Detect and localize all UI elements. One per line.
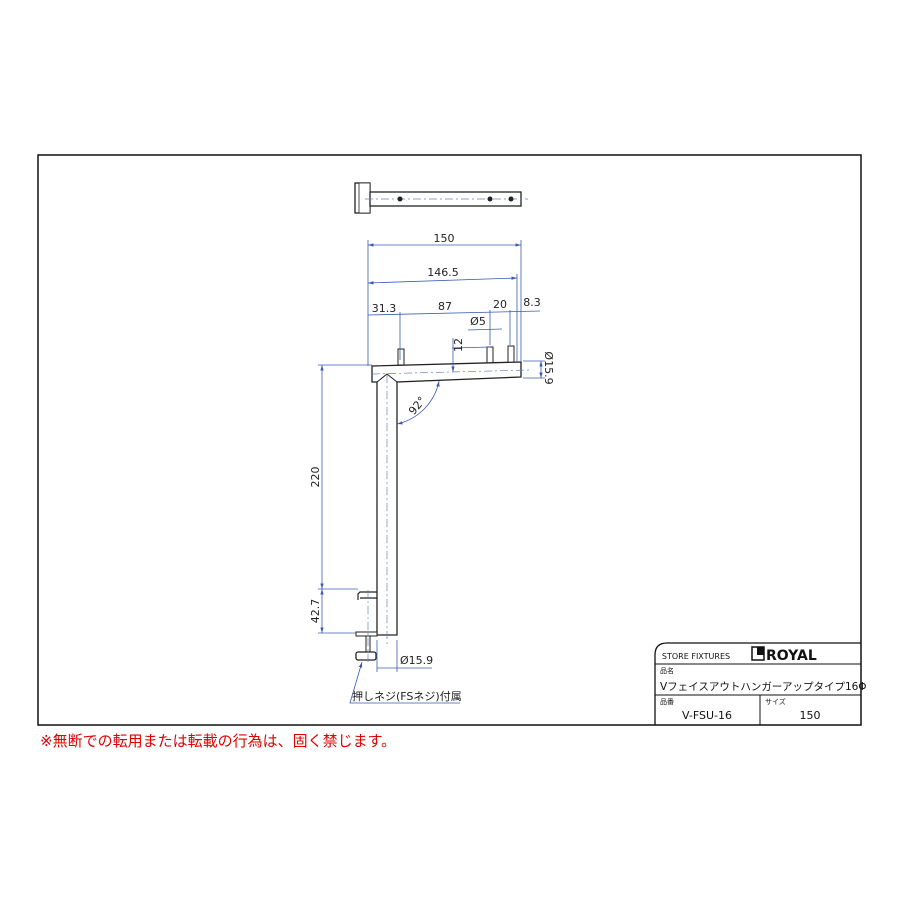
top-view (354, 182, 528, 214)
dim-end-offset: 8.3 (523, 296, 541, 309)
product-name: Vフェイスアウトハンガーアップタイプ16Φ (660, 681, 867, 693)
code-label: 品番 (660, 698, 674, 706)
dim-pin1-offset: 31.3 (372, 302, 397, 315)
dim-pin-diameter: Ø5 (470, 315, 486, 328)
dim-arm-length: 146.5 (427, 266, 459, 279)
royal-logo-text: ROYAL (766, 648, 817, 664)
dim-tube-diameter-post: Ø15.9 (400, 654, 433, 667)
dim-tube-diameter-arm: Ø15.9 (542, 351, 555, 384)
brand-caption: STORE FIXTURES (662, 652, 730, 661)
name-label: 品名 (660, 666, 674, 675)
size-label: サイズ (765, 697, 786, 706)
dim-pin2-spacing: 20 (493, 298, 507, 311)
sheet-border (37, 154, 862, 726)
product-code: V-FSU-16 (682, 709, 732, 722)
product-size: 150 (800, 709, 821, 722)
dimensions: 150 146.5 31.3 87 20 8.3 Ø5 12 Ø15.9 92°… (309, 232, 555, 704)
dim-pin-height: 12 (452, 338, 465, 352)
dim-height: 220 (309, 467, 322, 488)
dim-angle: 92° (406, 394, 428, 417)
title-block: STORE FIXTURES ROYAL 品名 Vフェイスアウトハンガーアップタ… (654, 642, 867, 725)
dim-pin-spacing: 87 (438, 300, 452, 313)
dim-overall-width: 150 (434, 232, 455, 245)
screw-note: 押しネジ(FSネジ)付属 (352, 689, 462, 703)
royal-logo: ROYAL (751, 646, 817, 664)
copyright-warning: ※無断での転用または転載の行為は、固く禁じます。 (40, 732, 397, 750)
dim-clamp-height: 42.7 (309, 599, 322, 624)
front-view (355, 345, 531, 665)
